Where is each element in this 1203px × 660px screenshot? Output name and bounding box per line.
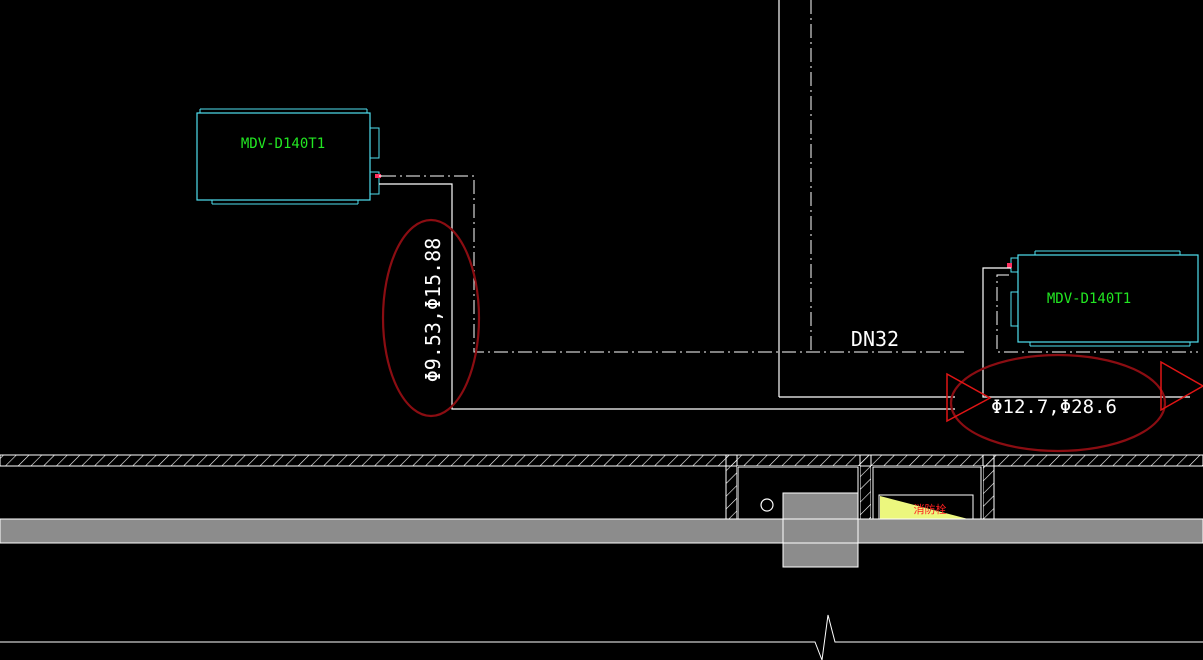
right-arrow-marker[interactable] (1160, 360, 1203, 412)
drain-pipe-size-label: DN32 (851, 327, 899, 351)
branch-pipe-size-label: Φ9.53,Φ15.88 (421, 238, 445, 383)
left-arrow-marker[interactable] (946, 372, 992, 423)
drain-pipe-line[interactable] (382, 175, 1198, 353)
markup-annotations[interactable] (381, 218, 1203, 453)
main-pipe-highlight-ellipse[interactable] (949, 353, 1167, 453)
branch-pipe-highlight-ellipse[interactable] (381, 218, 481, 418)
beam-band[interactable] (0, 492, 1203, 568)
indoor-unit-2[interactable]: MDV-D140T1 (1007, 250, 1199, 347)
branch-pipe-unit-1[interactable] (379, 175, 955, 410)
unit-1-model-label: MDV-D140T1 (241, 136, 325, 152)
vertical-riser[interactable] (778, 0, 812, 397)
wall-section[interactable] (0, 454, 1203, 528)
break-line (0, 614, 1203, 660)
main-pipe-line[interactable] (779, 267, 1190, 398)
fire-hydrant-label: 消防栓 (914, 502, 947, 516)
fire-hydrant-box[interactable]: 消防栓 (878, 494, 974, 522)
indoor-unit-1[interactable]: MDV-D140T1 (196, 108, 381, 205)
unit-2-model-label: MDV-D140T1 (1047, 291, 1131, 307)
main-pipe-size-label: Φ12.7,Φ28.6 (991, 396, 1117, 418)
